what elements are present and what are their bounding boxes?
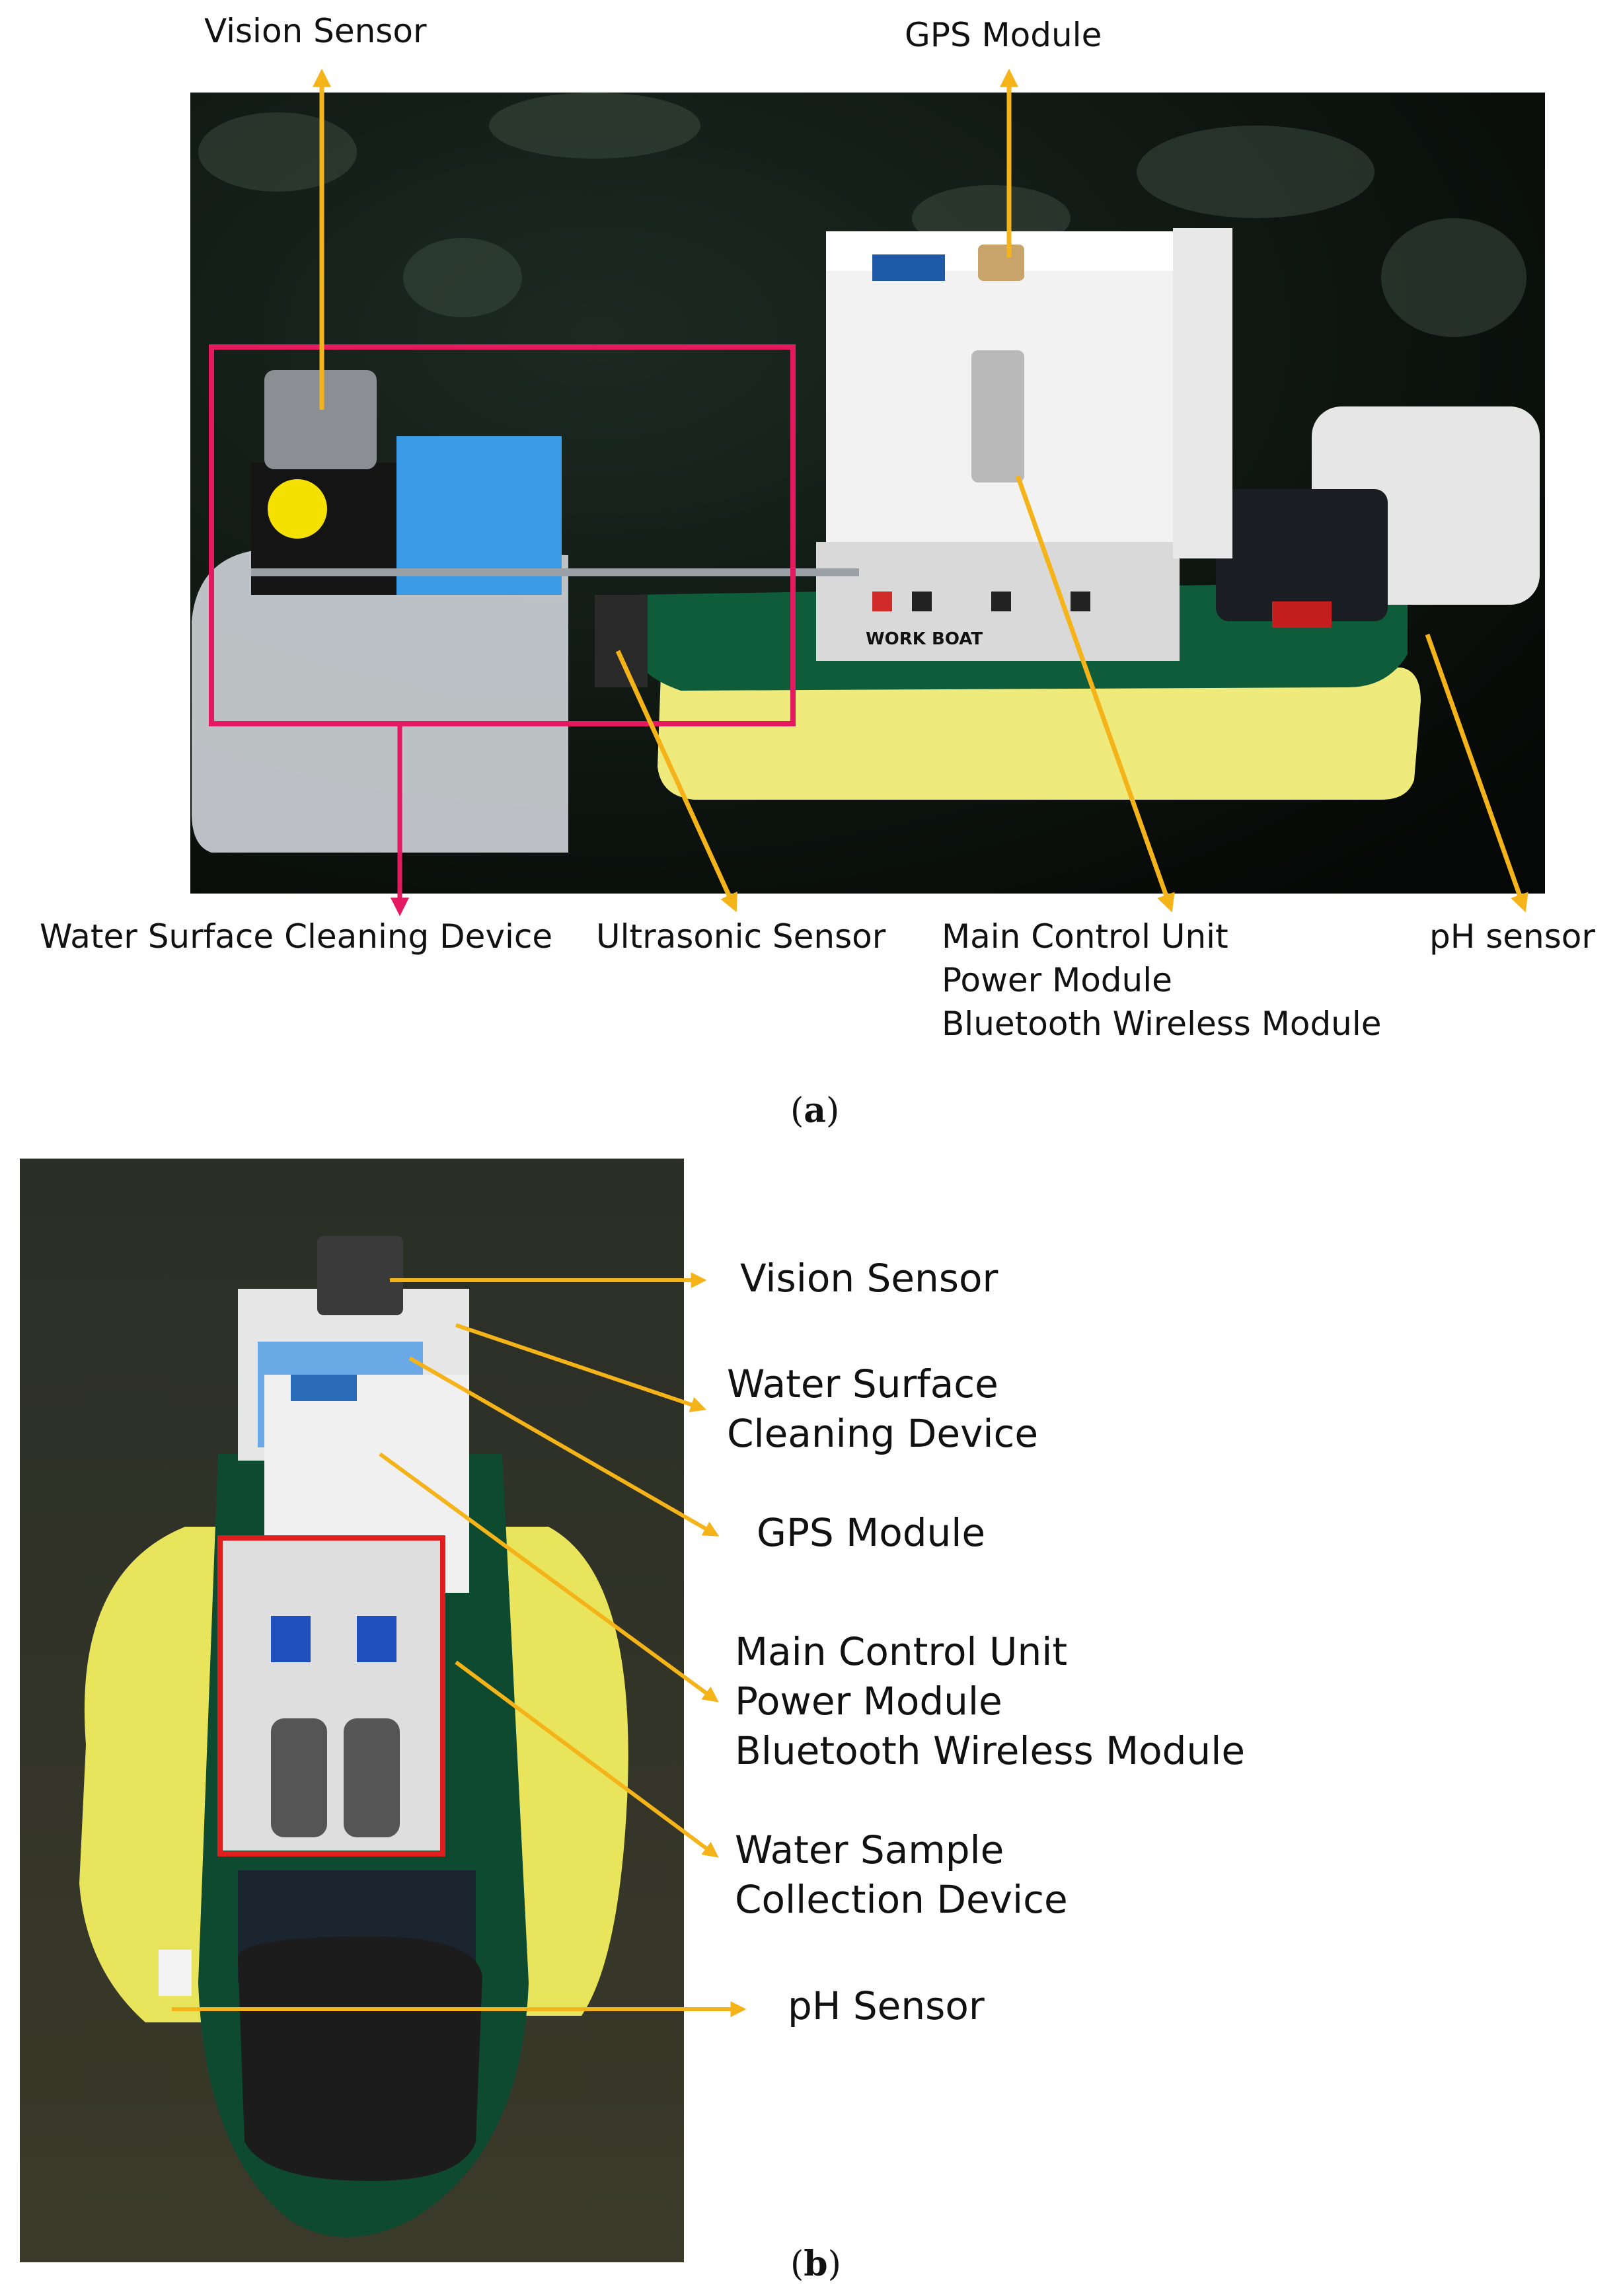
label-main-control-unit-b: Main Control Unit xyxy=(735,1629,1068,1674)
label-gps-module-b: GPS Module xyxy=(757,1510,986,1555)
arrow-main-control-a xyxy=(1015,475,1175,913)
label-vision-sensor-b: Vision Sensor xyxy=(740,1256,998,1301)
label-bluetooth-wireless-module-b: Bluetooth Wireless Module xyxy=(735,1728,1246,1773)
label-main-control-unit-a: Main Control Unit xyxy=(942,917,1228,956)
highlight-box-sample-collection xyxy=(217,1535,445,1856)
label-water-surface-b: Water Surface xyxy=(727,1361,998,1406)
arrow-ultrasonic-sensor-a xyxy=(615,650,737,913)
work-boat-text: WORK BOAT xyxy=(866,629,983,649)
caption-panel-a: (a) xyxy=(790,1091,840,1131)
label-cleaning-device-b: Cleaning Device xyxy=(727,1411,1039,1456)
arrow-sample-collection-b xyxy=(455,1660,719,1858)
highlight-box-cleaning-device xyxy=(209,344,796,726)
label-vision-sensor-a: Vision Sensor xyxy=(204,12,427,50)
label-bluetooth-wireless-module-a: Bluetooth Wireless Module xyxy=(942,1005,1382,1043)
label-water-surface-cleaning-device-a: Water Surface Cleaning Device xyxy=(40,917,553,956)
label-collection-device-b: Collection Device xyxy=(735,1877,1068,1922)
arrow-main-control-b xyxy=(379,1452,719,1703)
arrows-panel-a xyxy=(313,68,1528,913)
label-power-module-a: Power Module xyxy=(942,961,1172,999)
arrow-cleaning-device-b xyxy=(455,1323,707,1412)
label-ph-sensor-a: pH sensor xyxy=(1429,917,1595,956)
photo-panel-b xyxy=(20,1159,684,2262)
label-water-sample-b: Water Sample xyxy=(735,1827,1004,1872)
label-ultrasonic-sensor-a: Ultrasonic Sensor xyxy=(596,917,886,956)
caption-panel-b: (b) xyxy=(790,2244,841,2284)
label-gps-module-a: GPS Module xyxy=(905,16,1102,54)
arrow-ph-sensor-a xyxy=(1425,633,1528,913)
label-ph-sensor-b: pH Sensor xyxy=(788,1983,985,2028)
arrow-gps-module-b xyxy=(408,1356,720,1537)
label-power-module-b: Power Module xyxy=(735,1679,1002,1724)
photo-panel-a: WORK BOAT xyxy=(190,93,1545,894)
arrows-panel-b xyxy=(172,1272,747,2017)
